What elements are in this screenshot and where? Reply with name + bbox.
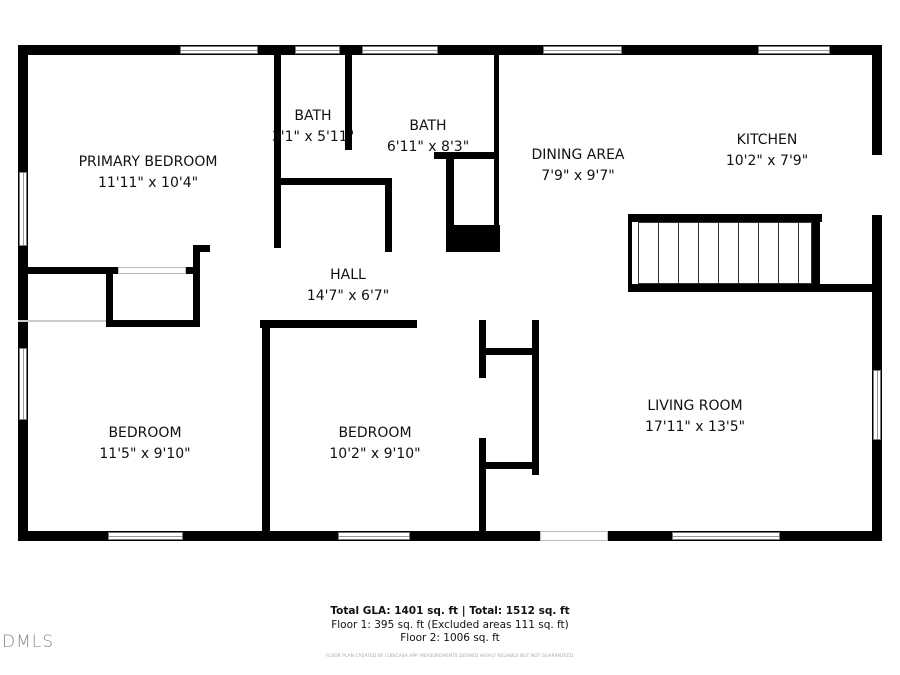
room-size: 10'2" x 7'9"	[725, 153, 809, 169]
wall	[18, 45, 28, 541]
room-bedroom-2: BEDROOM 10'2" x 9'10"	[329, 423, 420, 465]
wall	[106, 320, 200, 327]
wall	[628, 214, 822, 222]
doorway	[118, 267, 186, 274]
room-name: BEDROOM	[108, 425, 182, 441]
wall	[385, 178, 392, 252]
wall	[260, 320, 417, 328]
room-name: BEDROOM	[338, 425, 412, 441]
wall	[872, 45, 882, 541]
room-size: 6'11" x 8'3"	[386, 139, 470, 155]
window	[338, 532, 410, 540]
room-bath-2: BATH 6'11" x 8'3"	[387, 116, 469, 158]
room-bath-1: BATH 3'1" x 5'11"	[272, 106, 354, 148]
total-area: Total GLA: 1401 sq. ft | Total: 1512 sq.…	[330, 605, 570, 617]
wall	[193, 245, 200, 327]
wall	[193, 245, 210, 252]
window	[362, 46, 438, 54]
window	[108, 532, 183, 540]
window	[180, 46, 258, 54]
room-name: KITCHEN	[736, 132, 798, 148]
doorway	[479, 378, 486, 438]
floor2-area: Floor 2: 1006 sq. ft	[400, 632, 500, 644]
window	[19, 348, 27, 420]
watermark-logo: DMLS	[2, 632, 55, 652]
window	[758, 46, 830, 54]
room-dining-area: DINING AREA 7'9" x 9'7"	[531, 145, 624, 187]
window	[672, 532, 780, 540]
room-size: 7'9" x 9'7"	[541, 168, 615, 184]
disclaimer: FLOOR PLAN CREATED BY CUBICASA APP. MEAS…	[325, 654, 575, 659]
room-kitchen: KITCHEN 10'2" x 7'9"	[726, 130, 808, 172]
wall	[446, 225, 500, 252]
window	[543, 46, 622, 54]
wall	[479, 462, 539, 469]
wall	[479, 348, 539, 355]
wall	[494, 45, 499, 225]
wall	[18, 320, 106, 322]
room-name: HALL	[330, 267, 366, 283]
wall	[628, 284, 882, 292]
wall	[532, 320, 539, 475]
room-size: 11'5" x 9'10"	[99, 446, 191, 462]
wall	[434, 152, 499, 159]
room-name: DINING AREA	[531, 147, 625, 163]
wall	[628, 214, 632, 292]
wall	[812, 214, 820, 292]
window	[19, 172, 27, 246]
room-name: BATH	[294, 108, 332, 124]
opening	[872, 155, 882, 215]
room-name: LIVING ROOM	[647, 398, 743, 414]
room-size: 3'1" x 5'11"	[271, 129, 355, 145]
window	[295, 46, 340, 54]
room-name: BATH	[409, 118, 447, 134]
room-hall: HALL 14'7" x 6'7"	[307, 265, 389, 307]
wall	[281, 178, 392, 185]
window	[873, 370, 881, 440]
room-bedroom-1: BEDROOM 11'5" x 9'10"	[99, 423, 190, 465]
wall	[18, 45, 882, 55]
wall	[274, 45, 281, 248]
room-primary-bedroom: PRIMARY BEDROOM 11'11" x 10'4"	[79, 152, 218, 194]
staircase	[638, 222, 812, 284]
room-size: 11'11" x 10'4"	[97, 175, 199, 191]
wall	[446, 152, 454, 227]
wall	[345, 45, 352, 150]
room-living-room: LIVING ROOM 17'11" x 13'5"	[645, 396, 745, 438]
room-size: 17'11" x 13'5"	[644, 419, 746, 435]
floor1-area: Floor 1: 395 sq. ft (Excluded areas 111 …	[331, 619, 569, 631]
doorway	[540, 531, 608, 541]
wall	[18, 531, 882, 541]
room-name: PRIMARY BEDROOM	[78, 154, 218, 170]
room-size: 14'7" x 6'7"	[306, 288, 390, 304]
wall	[106, 267, 113, 327]
wall	[262, 320, 270, 531]
room-size: 10'2" x 9'10"	[329, 446, 421, 462]
